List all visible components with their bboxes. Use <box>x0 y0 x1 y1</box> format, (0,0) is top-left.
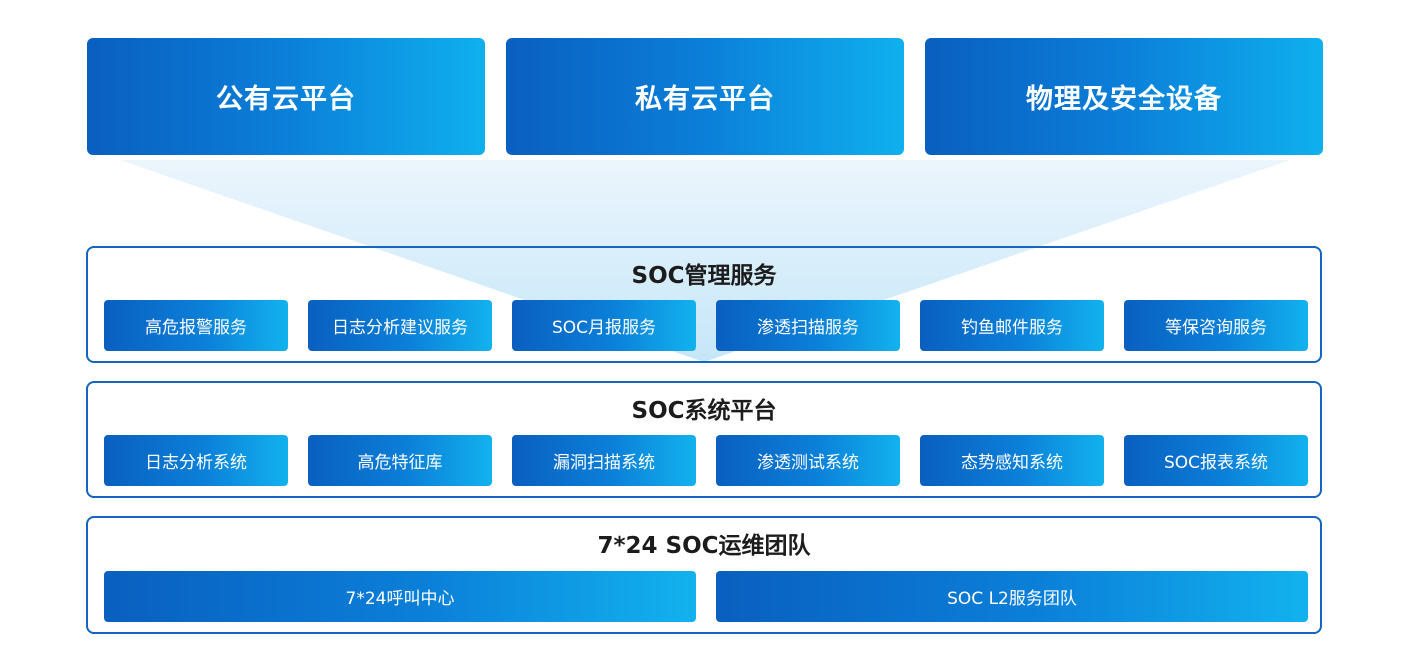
system-item: 日志分析系统 <box>104 435 288 486</box>
service-item: 高危报警服务 <box>104 300 288 351</box>
team-item-call-center: 7*24呼叫中心 <box>104 571 696 622</box>
top-card-physical-security-devices: 物理及安全设备 <box>925 38 1323 155</box>
top-card-private-cloud: 私有云平台 <box>506 38 904 155</box>
system-item: 渗透测试系统 <box>716 435 900 486</box>
system-item: 高危特征库 <box>308 435 492 486</box>
section-title: SOC管理服务 <box>631 263 777 289</box>
section-soc-system-platform: SOC系统平台 日志分析系统 高危特征库 漏洞扫描系统 渗透测试系统 态势感知系… <box>86 381 1322 498</box>
top-card-public-cloud: 公有云平台 <box>87 38 485 155</box>
top-card-label: 私有云平台 <box>635 84 775 115</box>
service-item: 等保咨询服务 <box>1124 300 1308 351</box>
section-title: 7*24 SOC运维团队 <box>597 533 811 559</box>
section-title: SOC系统平台 <box>631 398 777 424</box>
system-item: SOC报表系统 <box>1124 435 1308 486</box>
service-item: 钓鱼邮件服务 <box>920 300 1104 351</box>
service-item: SOC月报服务 <box>512 300 696 351</box>
service-item: 渗透扫描服务 <box>716 300 900 351</box>
system-item: 态势感知系统 <box>920 435 1104 486</box>
section-soc-ops-team: 7*24 SOC运维团队 7*24呼叫中心 SOC L2服务团队 <box>86 516 1322 634</box>
top-card-label: 物理及安全设备 <box>1026 84 1222 115</box>
team-item-l2-service: SOC L2服务团队 <box>716 571 1308 622</box>
system-item: 漏洞扫描系统 <box>512 435 696 486</box>
section-soc-management-services: SOC管理服务 高危报警服务 日志分析建议服务 SOC月报服务 渗透扫描服务 钓… <box>86 246 1322 363</box>
top-card-label: 公有云平台 <box>216 84 356 115</box>
service-item: 日志分析建议服务 <box>308 300 492 351</box>
